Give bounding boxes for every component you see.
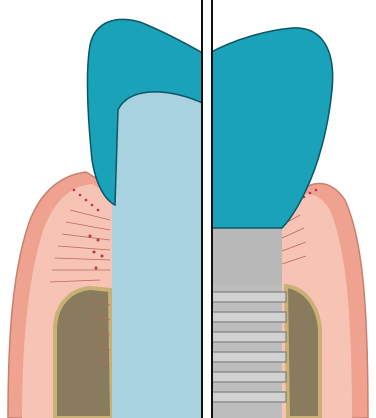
tooth-root [112, 88, 206, 418]
implant-abutment [206, 228, 282, 286]
implant-fixture [208, 286, 286, 418]
divider [202, 0, 212, 418]
bone-right [286, 286, 320, 418]
bone-left [55, 288, 112, 418]
